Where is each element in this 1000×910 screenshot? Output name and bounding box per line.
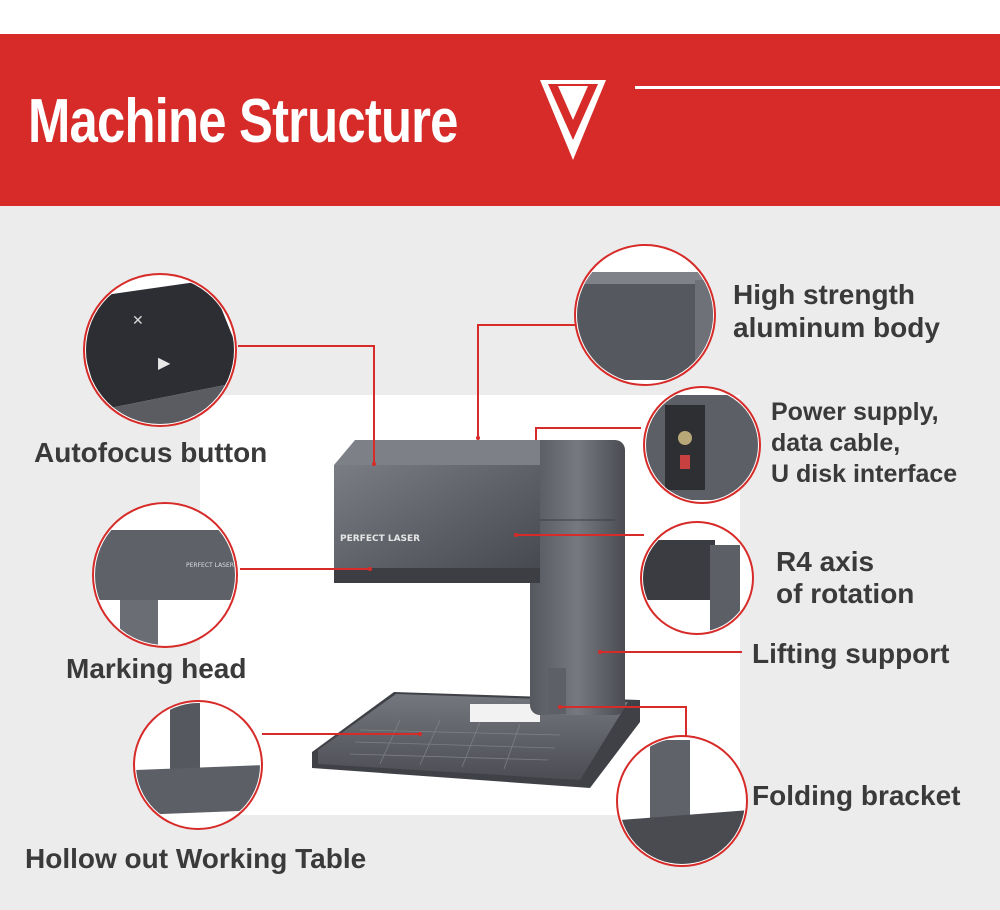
bracket-detail-circle	[616, 735, 748, 867]
label-marking-head: Marking head	[66, 653, 247, 684]
play-icon: ▶	[158, 353, 171, 372]
autofocus-detail-circle: ✕ ▶	[83, 273, 237, 427]
lifting-pillar	[530, 440, 625, 715]
label-working-table: Hollow out Working Table	[25, 843, 367, 874]
crosshair-icon: ✕	[132, 313, 144, 329]
label-rotation-line2: of rotation	[776, 578, 915, 609]
callout-lines	[238, 324, 742, 742]
head-detail-circle: PERFECT LASER	[92, 502, 238, 648]
label-ports-line2: data cable,	[771, 429, 901, 457]
label-autofocus-button: Autofocus button	[34, 437, 268, 468]
working-table	[312, 692, 640, 788]
label-ports-line3: U disk interface	[771, 460, 958, 488]
top-strip	[0, 0, 1000, 34]
header-divider-line	[635, 86, 1000, 89]
label-folding-bracket: Folding bracket	[752, 780, 961, 811]
label-ports-line1: Power supply,	[771, 398, 939, 426]
label-lifting-support: Lifting support	[752, 638, 950, 669]
svg-text:PERFECT LASER: PERFECT LASER	[186, 562, 234, 569]
brand-label: PERFECT LASER	[340, 534, 420, 544]
label-body-line1: High strength	[733, 279, 915, 310]
label-body-line2: aluminum body	[733, 312, 940, 343]
page-title: Machine Structure	[28, 87, 458, 156]
ports-detail-circle	[643, 386, 761, 504]
label-rotation-line1: R4 axis	[776, 546, 875, 577]
header-banner: Machine Structure	[0, 34, 1000, 206]
marking-head: PERFECT LASER	[334, 440, 540, 583]
body-detail-circle	[574, 244, 716, 386]
table-detail-circle	[133, 700, 263, 830]
rotation-detail-circle	[640, 521, 754, 635]
hollow-window	[470, 704, 540, 722]
